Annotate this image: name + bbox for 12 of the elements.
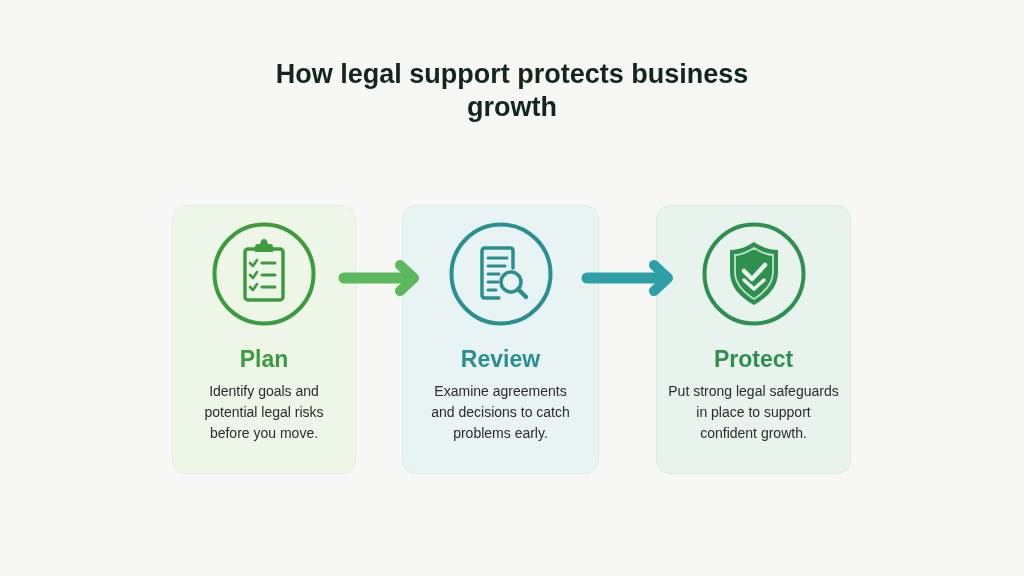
step-card (402, 205, 599, 474)
arrow (581, 260, 673, 296)
step-card (656, 205, 851, 474)
step-description: Examine agreements and decisions to catch problems early. (430, 382, 571, 443)
step-title: Protect (713, 345, 794, 373)
step-description: Identify goals and potential legal risks before you move. (203, 382, 325, 443)
diagram-title: How legal support protects business growth (274, 58, 750, 124)
step-title: Review (460, 345, 541, 373)
step-title: Plan (239, 345, 289, 373)
step-description: Put strong legal safeguards in place to support confident growth. (667, 382, 840, 443)
arrow (338, 260, 419, 296)
step-card (172, 205, 356, 474)
